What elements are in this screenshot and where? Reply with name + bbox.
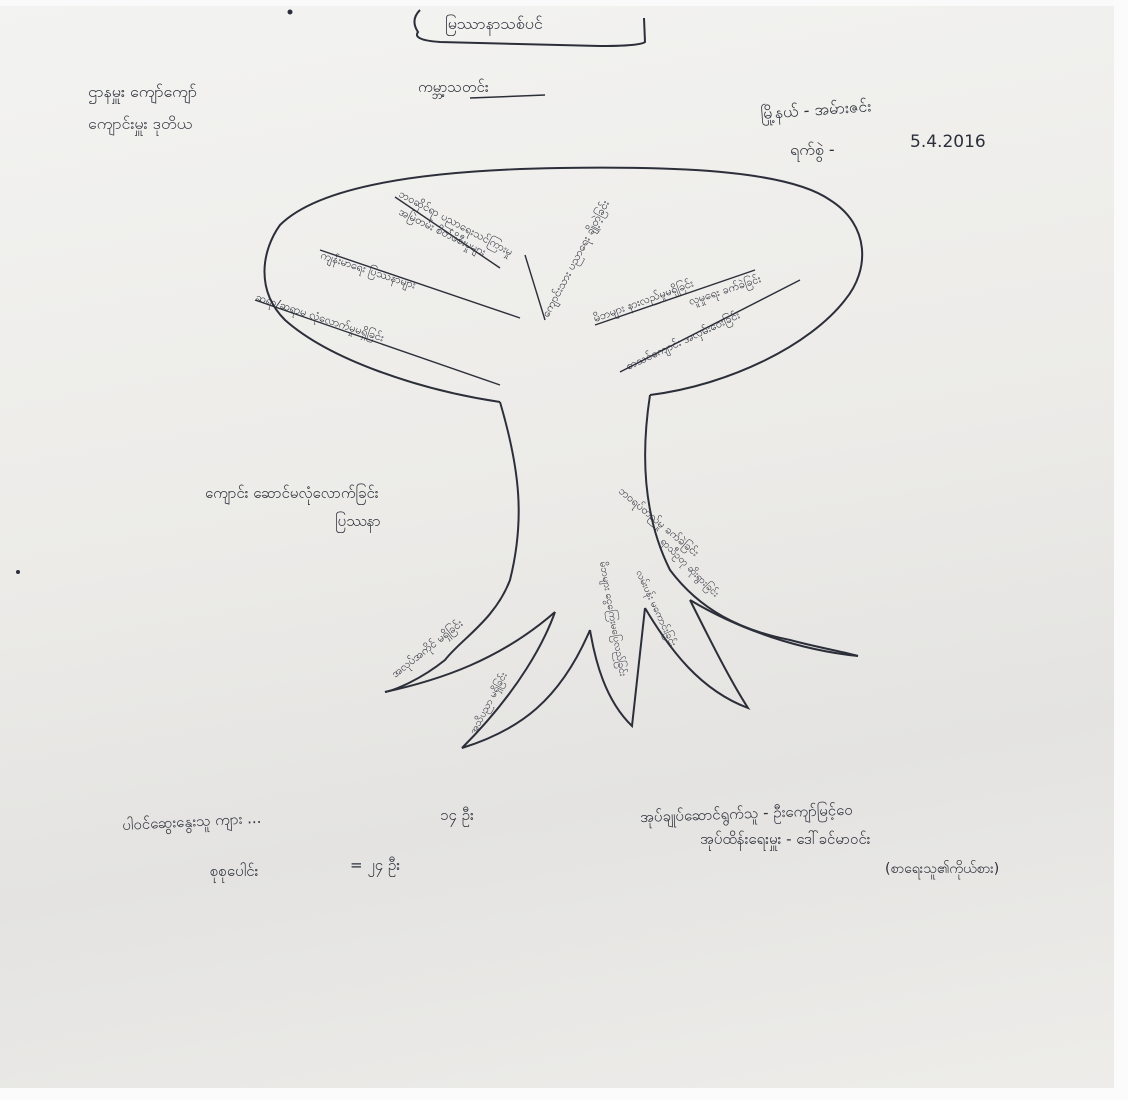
root-3 [589,607,646,729]
root-1 [384,611,556,693]
crown-label-6: ဆရာ/ဆရာမ လုံလောက်မှုမရှိခြင်း [253,290,386,347]
title-bracket [413,9,647,48]
header-right-date-label: ရက်စွဲ - [790,140,835,159]
root-label-3: အသိပညာ မရှိခြင်း [465,669,511,737]
root-5 [689,599,859,657]
crown-label-4: ကျန်းမာရေး ပြဿနာများ [318,248,417,294]
branch-line-6 [254,299,501,386]
root-label-1: ဘဝရပ်တည်မှု ခက်ခဲခြင်း [615,484,702,561]
root-4 [644,599,751,710]
branch-line-5 [319,249,521,319]
root-label-4: မိဘများ ငွေကြေးမပြေလည်ခြင်း [595,560,631,678]
scan-edge-right [1114,0,1128,1100]
header-center: ကမ္ဘာ့သတင်း [418,78,489,96]
ink-dot-1 [287,9,293,15]
root-2 [461,611,591,749]
trunk-label-line1: ကျောင်း ဆောင်မလုံလောက်ခြင်း [205,484,379,502]
crown-label-3: ကျောင်းသား ပညာရေး ချို့တဲ့ခြင်း [538,197,613,320]
crown-label-8: စာသင်ကျောင်း အလှမ်းဝေးခြင်း [623,307,743,374]
scan-edge-bottom [0,1088,1128,1100]
branch-line-1 [394,196,501,269]
root-label-5: လမ်းပန်း မကောင်းခြင်း [631,567,681,649]
header-underline [469,94,546,99]
footer-right-line2: အုပ်ထိန်းရေးမှူး - ဒေါ်ခင်မာဝင်း [700,830,871,848]
trunk-label-line2: ပြဿနာ [335,512,381,530]
trunk-right [644,394,859,657]
document-title: မြဿာနာသစ်ပင် [445,14,543,33]
footer-left-line2-label: စုစုပေါင်း [210,862,259,880]
crown-label-5: မိဘများ နားလည်မှုမရှိခြင်း [591,276,696,327]
footer-left-line1-value: ၁၄ ဦး [440,806,474,824]
branch-line-3 [594,269,756,326]
header-left-line1: ဌာနမှူး ကျော်ကျော် [88,82,197,101]
branch-line-4 [619,279,801,373]
header-right-date: 5.4.2016 [910,132,986,152]
footer-left-line2-value: = ၂၄ ဦး [350,856,401,874]
ink-dot-2 [16,570,20,574]
trunk-left [384,401,520,693]
footer-right-line3: (စာရေးသူ၏ကိုယ်စား) [885,861,1000,877]
tree-crown [263,166,864,403]
branch-line-2 [524,254,546,321]
scan-edge-top [0,0,1128,6]
header-left-line2: ကျောင်းမှူး ဒုတိယ [88,114,193,133]
